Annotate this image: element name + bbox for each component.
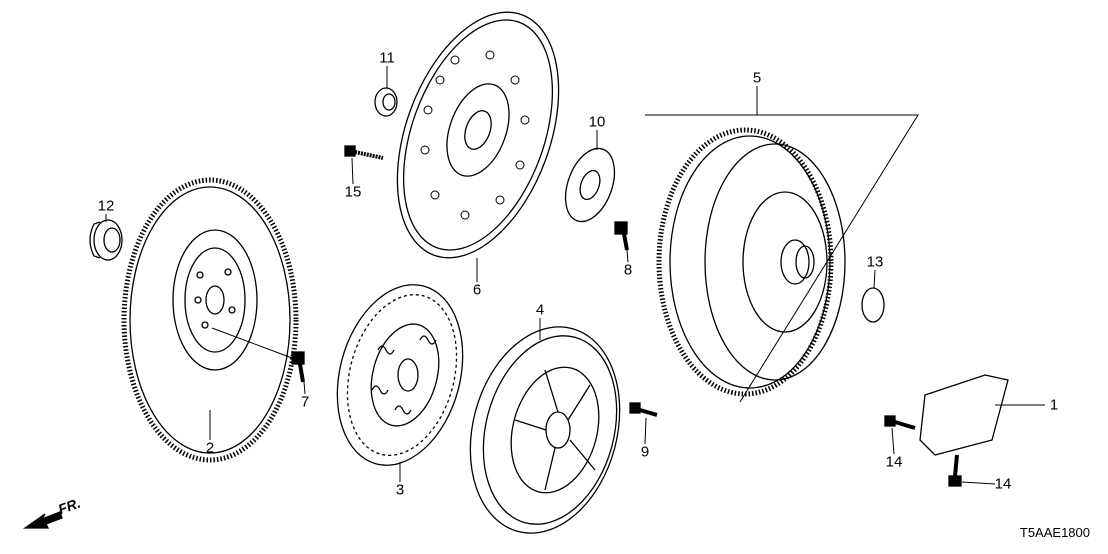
bolt-14a-head (884, 415, 896, 427)
torque-converter (645, 114, 919, 403)
flywheel (121, 177, 299, 463)
bolt-9-head (629, 402, 641, 414)
callout-7: 7 (300, 393, 310, 411)
diagram-code: T5AAE1800 (1019, 525, 1090, 540)
callout-11: 11 (379, 49, 395, 67)
front-arrow-icon (22, 511, 63, 529)
callout-5: 5 (752, 69, 762, 87)
callout-10: 10 (588, 113, 606, 131)
callout-3: 3 (395, 481, 405, 499)
clutch-disc (336, 284, 464, 466)
callout-6: 6 (472, 281, 482, 299)
callout-8: 8 (623, 261, 633, 279)
bolt-8-head (614, 221, 628, 235)
callout-12: 12 (97, 197, 115, 215)
callout-2: 2 (205, 439, 215, 457)
callout-13: 13 (866, 253, 884, 271)
callout-1: 1 (1049, 396, 1059, 414)
callout-15: 15 (344, 183, 362, 201)
callout-4: 4 (535, 301, 545, 319)
pressure-plate (469, 326, 621, 534)
bolt-14b-head (948, 475, 962, 487)
callout-9: 9 (640, 443, 650, 461)
pilot-bearing (89, 219, 123, 261)
callout-14: 14 (885, 453, 903, 471)
o-ring (861, 287, 885, 323)
callout-14-b: 14 (994, 475, 1012, 493)
bolt-15-head (344, 145, 356, 157)
bearing-small (374, 87, 398, 117)
bolt-7-head (291, 351, 305, 365)
drive-plate (396, 11, 560, 259)
bracket (919, 374, 1009, 456)
drive-plate-washer (564, 147, 616, 223)
leader-lines (105, 66, 1045, 485)
